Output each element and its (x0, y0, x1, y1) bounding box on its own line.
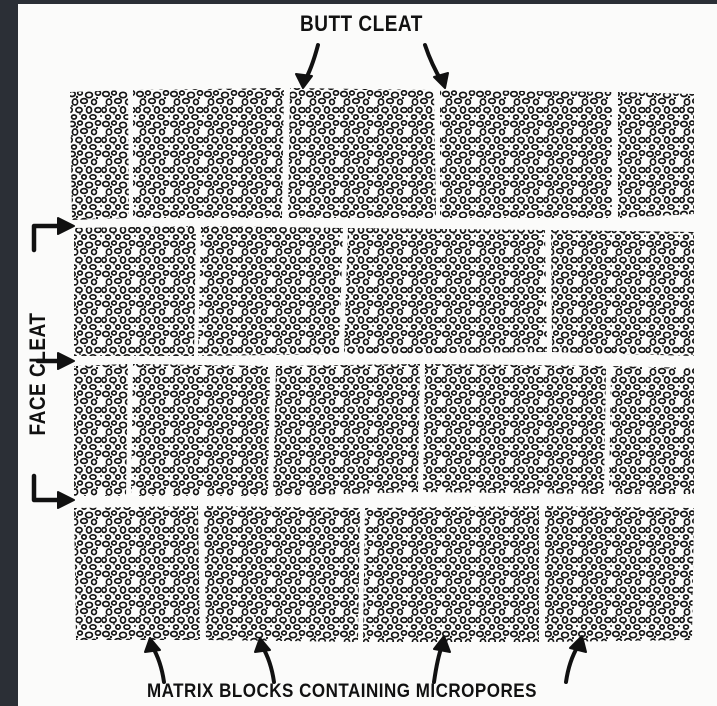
matrix-block (551, 230, 694, 356)
face-cleat-label: FACE CLEAT (27, 313, 52, 436)
matrix-block (131, 364, 270, 496)
matrix-block (423, 364, 606, 494)
matrix-block (545, 506, 694, 642)
butt-cleat-label: BUTT CLEAT (300, 12, 423, 37)
butt-cleat-arrows (296, 45, 448, 88)
matrix-block (70, 90, 129, 220)
matrix-block (198, 226, 343, 356)
matrix-block (74, 506, 200, 640)
matrix-block (288, 88, 436, 218)
matrix-block (363, 506, 539, 642)
matrix-blocks-row-2 (74, 226, 694, 356)
matrix-block (133, 88, 284, 218)
matrix-block (609, 366, 694, 494)
matrix-block (440, 90, 612, 218)
matrix-blocks-row-4 (74, 506, 694, 642)
matrix-blocks-row-1 (70, 88, 694, 220)
matrix-block (273, 364, 420, 496)
matrix-block (344, 228, 547, 354)
matrix-block (204, 506, 360, 642)
matrix-arrow-4 (566, 646, 578, 682)
matrix-block-arrows (145, 636, 586, 682)
matrix-arrow-3 (434, 646, 442, 682)
matrix-blocks-row-3 (74, 364, 694, 496)
matrix-block (74, 226, 196, 356)
matrix-block (74, 364, 128, 496)
matrix-block (618, 92, 694, 218)
matrix-blocks-label: MATRIX BLOCKS CONTAINING MICROPORES (147, 680, 537, 703)
